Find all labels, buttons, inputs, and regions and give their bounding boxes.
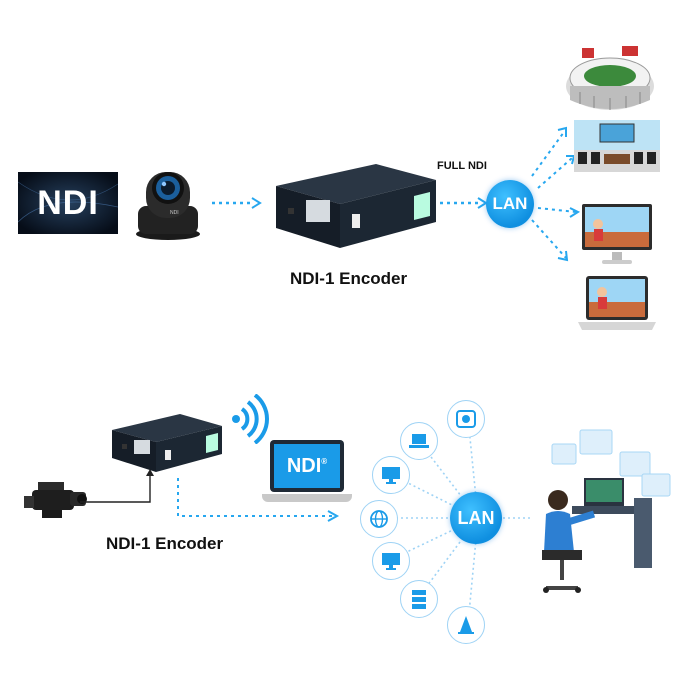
- encoder-device-top: [276, 164, 436, 248]
- server-icon: [412, 590, 426, 609]
- top-encoder-caption: NDI-1 Encoder: [290, 269, 408, 288]
- ndi-laptop-screen: NDI ®: [270, 440, 344, 492]
- camcorder-to-encoder-line: [80, 469, 154, 503]
- webcam-node: [447, 400, 485, 438]
- globe-icon: [370, 510, 388, 528]
- arrow-encoder-to-lan: [440, 197, 488, 209]
- top-fanout-arrows: [531, 126, 581, 262]
- monitor-node-bottom: [372, 542, 410, 580]
- arrow-to-conference: [537, 157, 573, 189]
- laptop-node: [400, 422, 438, 460]
- ndi-laptop: NDI ®: [262, 440, 352, 506]
- arrow-to-stadium: [531, 131, 565, 177]
- ndi-logo-text: NDI: [37, 184, 99, 222]
- full-ndi-label: FULL NDI: [437, 160, 487, 172]
- webcam-icon: [456, 410, 476, 428]
- globe-node: [360, 500, 398, 538]
- cone-icon: [458, 616, 474, 634]
- wifi-icon: [232, 394, 269, 444]
- monitor-node-top: [372, 456, 410, 494]
- encoder-to-lan-dashed-line: [177, 478, 340, 522]
- conference-icon: [574, 120, 660, 172]
- laptop-ndi-text: NDI: [286, 454, 322, 477]
- top-lan-node: LAN: [486, 180, 534, 228]
- camera-icon: NDI: [136, 172, 200, 240]
- bottom-lan-node: LAN: [450, 492, 502, 544]
- arrow-to-laptop: [531, 219, 567, 259]
- camcorder-icon: [24, 482, 87, 518]
- small-monitor-icon: [382, 467, 400, 484]
- monitor-icon: [582, 204, 652, 264]
- bottom-encoder-caption: NDI-1 Encoder: [106, 534, 224, 553]
- ndi-laptop-display: NDI ®: [274, 444, 340, 488]
- cone-node: [447, 606, 485, 644]
- server-node: [400, 580, 438, 618]
- stadium-icon: [566, 46, 654, 110]
- laptop-registered-mark: ®: [321, 456, 328, 466]
- arrow-camera-to-encoder: [212, 197, 262, 209]
- ndi-logo-tile: NDI: [18, 172, 118, 234]
- svg-text:NDI: NDI: [170, 210, 179, 216]
- encoder-device-bottom: [112, 414, 222, 472]
- top-lan-label: LAN: [492, 194, 528, 213]
- ndi-background-pattern: [18, 172, 118, 234]
- operator-icon: [542, 429, 671, 593]
- bottom-lan-label: LAN: [457, 507, 495, 528]
- small-laptop-icon: [409, 434, 429, 448]
- small-monitor-icon-2: [382, 553, 400, 570]
- ndi-laptop-base: [262, 494, 352, 502]
- laptop-icon: [578, 276, 656, 330]
